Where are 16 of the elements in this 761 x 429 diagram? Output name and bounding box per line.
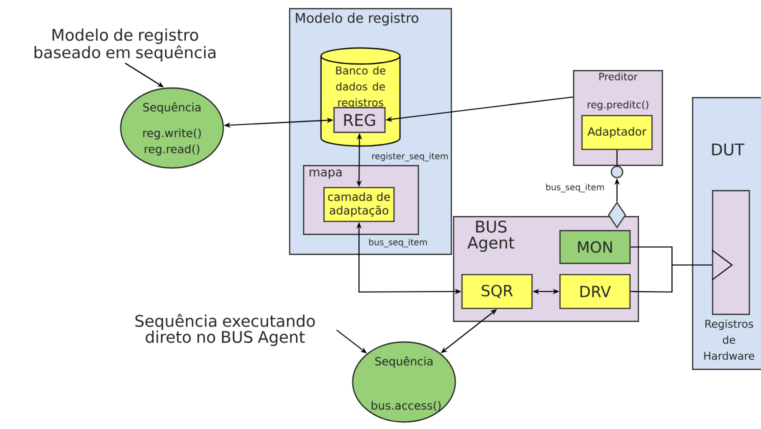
edge-label: bus_seq_item <box>546 184 604 192</box>
annotation-text: Modelo de registro baseado em sequência <box>34 28 216 62</box>
register-box: REG <box>333 107 386 133</box>
connector-line <box>616 150 618 166</box>
port-diamond <box>608 202 626 228</box>
annotation-text: Sequência executando direto no BUS Agent <box>135 314 315 346</box>
connector-line <box>630 264 712 293</box>
sequencer-box: SQR <box>461 274 533 310</box>
edge-label: register_seq_item <box>372 152 448 162</box>
adapter-box: Adaptador <box>581 114 653 150</box>
register-bar: Registros de Hardware <box>704 190 754 360</box>
port-circle <box>610 166 624 178</box>
edge-label: bus_seq_item <box>369 238 427 248</box>
driver-box: DRV <box>559 274 631 310</box>
monitor-box: MON <box>559 230 631 264</box>
adapter-box: camada de adaptação <box>323 186 395 222</box>
